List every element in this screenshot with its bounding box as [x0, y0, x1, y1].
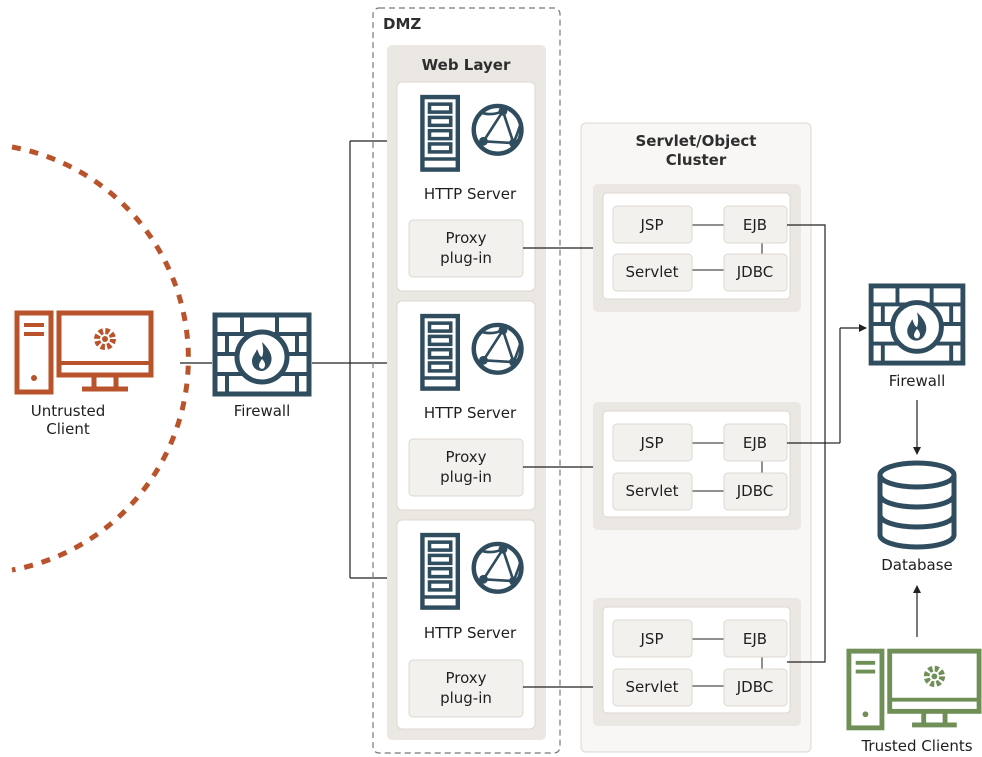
database-label: Database — [881, 556, 953, 574]
jsp-box — [612, 205, 693, 244]
web-layer-label: Web Layer — [422, 56, 511, 74]
untrusted-client-label-2: Client — [46, 420, 90, 438]
servlet-label: Servlet — [625, 678, 678, 696]
firewall-left-icon — [215, 315, 309, 394]
jdbc-label: JDBC — [736, 263, 773, 281]
untrusted-pc-icon — [17, 313, 151, 392]
firewall-right: Firewall — [871, 286, 963, 390]
servlet-box — [612, 668, 693, 707]
database: Database — [877, 460, 957, 574]
jdbc-label: JDBC — [736, 678, 773, 696]
jsp-box — [612, 423, 693, 462]
proxy-plugin-box — [408, 659, 524, 718]
jdbc-box — [723, 668, 788, 707]
servlet-box — [612, 253, 693, 292]
jsp-box — [612, 619, 693, 658]
jdbc-box — [723, 472, 788, 511]
proxy-plugin-label-2: plug-in — [440, 468, 492, 486]
jsp-label: JSP — [640, 630, 664, 648]
web-server-card-1: HTTP Server Proxy plug-in — [396, 81, 536, 292]
trusted-clients-label: Trusted Clients — [860, 737, 972, 755]
jdbc-label: JDBC — [736, 482, 773, 500]
ejb-label: EJB — [743, 434, 767, 452]
untrusted-client: Untrusted Client — [17, 313, 151, 438]
ejb-label: EJB — [743, 630, 767, 648]
cluster-label-2: Cluster — [666, 151, 727, 169]
proxy-plugin-label-2: plug-in — [440, 249, 492, 267]
firewall-right-label: Firewall — [889, 372, 946, 390]
ejb-label: EJB — [743, 216, 767, 234]
cluster-node-2: JSP EJB Servlet JDBC — [593, 402, 801, 530]
jdbc-box — [723, 253, 788, 292]
untrusted-client-label-1: Untrusted — [31, 402, 106, 420]
dmz-label: DMZ — [383, 15, 421, 33]
database-icon — [877, 460, 957, 550]
trusted-pc-icon — [849, 651, 979, 728]
http-server-label: HTTP Server — [424, 624, 517, 642]
cluster-label-1: Servlet/Object — [636, 132, 757, 150]
cluster-node-1: JSP EJB Servlet JDBC — [593, 184, 801, 312]
http-server-label: HTTP Server — [424, 404, 517, 422]
trusted-clients: Trusted Clients — [849, 651, 979, 755]
untrusted-zone-arc — [11, 144, 191, 573]
servlet-label: Servlet — [625, 482, 678, 500]
http-server-label: HTTP Server — [424, 185, 517, 203]
ejb-box — [723, 619, 788, 658]
firewall-left-label: Firewall — [234, 402, 291, 420]
proxy-plugin-label-1: Proxy — [445, 229, 486, 247]
web-server-card-2: HTTP Server Proxy plug-in — [396, 300, 536, 511]
proxy-plugin-label-2: plug-in — [440, 689, 492, 707]
dmz-boundary — [372, 7, 561, 754]
jsp-label: JSP — [640, 216, 664, 234]
servlet-box — [612, 472, 693, 511]
cluster-node-3: JSP EJB Servlet JDBC — [593, 598, 801, 726]
firewall-left: Firewall — [215, 315, 309, 420]
proxy-plugin-label-1: Proxy — [445, 669, 486, 687]
firewall-right-icon — [871, 286, 963, 363]
servlet-label: Servlet — [625, 263, 678, 281]
proxy-plugin-label-1: Proxy — [445, 448, 486, 466]
jsp-label: JSP — [640, 434, 664, 452]
web-server-card-3: HTTP Server Proxy plug-in — [396, 519, 536, 730]
